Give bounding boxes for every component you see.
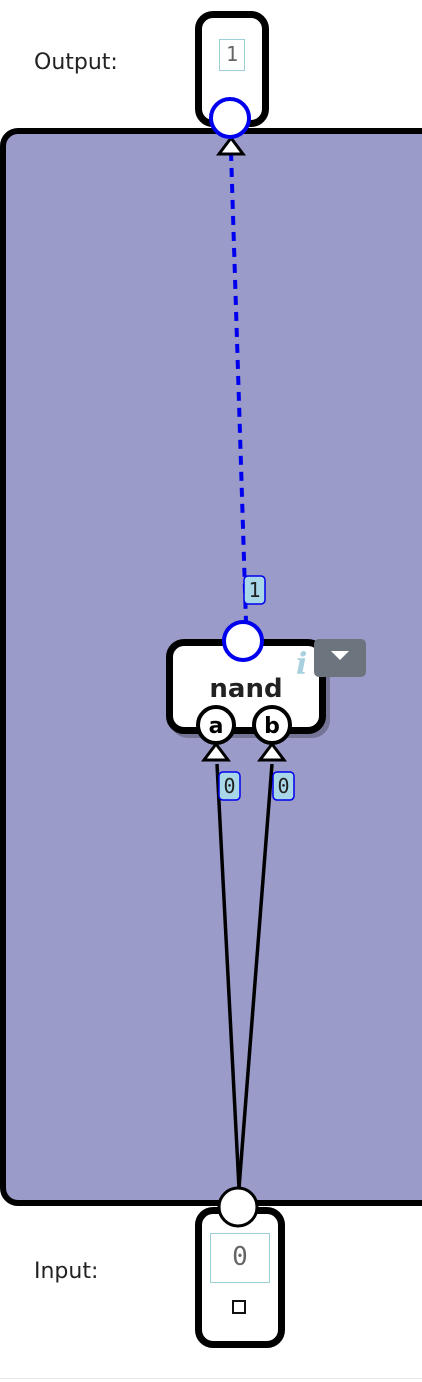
- gate-output-circle[interactable]: [222, 620, 264, 662]
- input-label: Input:: [34, 1259, 99, 1284]
- pin-a-arrow-icon: [201, 741, 231, 762]
- wire-b-badge: [272, 771, 295, 801]
- output-port-circle[interactable]: [209, 97, 251, 139]
- wire-a[interactable]: [215, 763, 241, 1189]
- gate-name: nand: [209, 674, 283, 704]
- info-icon[interactable]: i: [296, 647, 308, 682]
- output-wire-badge: [243, 575, 266, 605]
- output-arrow-icon: [216, 135, 246, 156]
- input-port-circle[interactable]: [217, 1186, 259, 1228]
- caret-down-icon: [331, 651, 349, 660]
- pin-a-label: a: [209, 714, 224, 739]
- wire-a-badge: [218, 771, 241, 801]
- input-value-field[interactable]: 0: [210, 1233, 270, 1283]
- output-value-display: 1: [219, 39, 245, 71]
- output-label: Output:: [34, 50, 118, 75]
- pin-b-label: b: [264, 714, 280, 739]
- gate-menu-button[interactable]: [314, 639, 366, 677]
- pin-b[interactable]: [252, 705, 292, 745]
- wire-b[interactable]: [237, 763, 274, 1189]
- pin-a[interactable]: [196, 705, 236, 745]
- output-wire-value: 1: [248, 578, 260, 602]
- output-wire[interactable]: [229, 151, 248, 623]
- input-toggle-checkbox[interactable]: [232, 1300, 246, 1314]
- pin-b-arrow-icon: [257, 741, 287, 762]
- bottom-divider: [0, 1378, 422, 1379]
- wire-a-value: 0: [223, 774, 235, 798]
- wire-b-value: 0: [277, 774, 289, 798]
